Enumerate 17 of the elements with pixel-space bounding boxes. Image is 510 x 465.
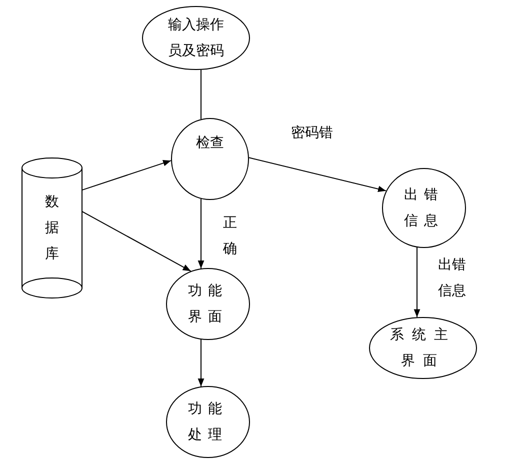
- arrow: [248, 157, 387, 192]
- arrow: [82, 160, 172, 191]
- arrow: [414, 246, 420, 318]
- edge-label: 正确: [222, 214, 238, 259]
- input-ellipse: 输入操作员及密码: [142, 6, 250, 70]
- error-ellipse: 出错信息: [382, 168, 466, 248]
- edge-label: 密码错: [290, 124, 334, 143]
- edge-label: 出错信息: [437, 256, 467, 301]
- database-cylinder: 数据库: [22, 158, 82, 298]
- connector-line: [200, 69, 202, 120]
- process-ellipse: 功能处理: [166, 386, 250, 458]
- process-ellipse: 系统主界面: [369, 317, 477, 379]
- arrow: [82, 210, 192, 272]
- process-ellipse: 功能界面: [166, 268, 250, 340]
- check-circle: 检查: [171, 118, 249, 200]
- arrow: [198, 339, 204, 387]
- arrow: [198, 198, 204, 269]
